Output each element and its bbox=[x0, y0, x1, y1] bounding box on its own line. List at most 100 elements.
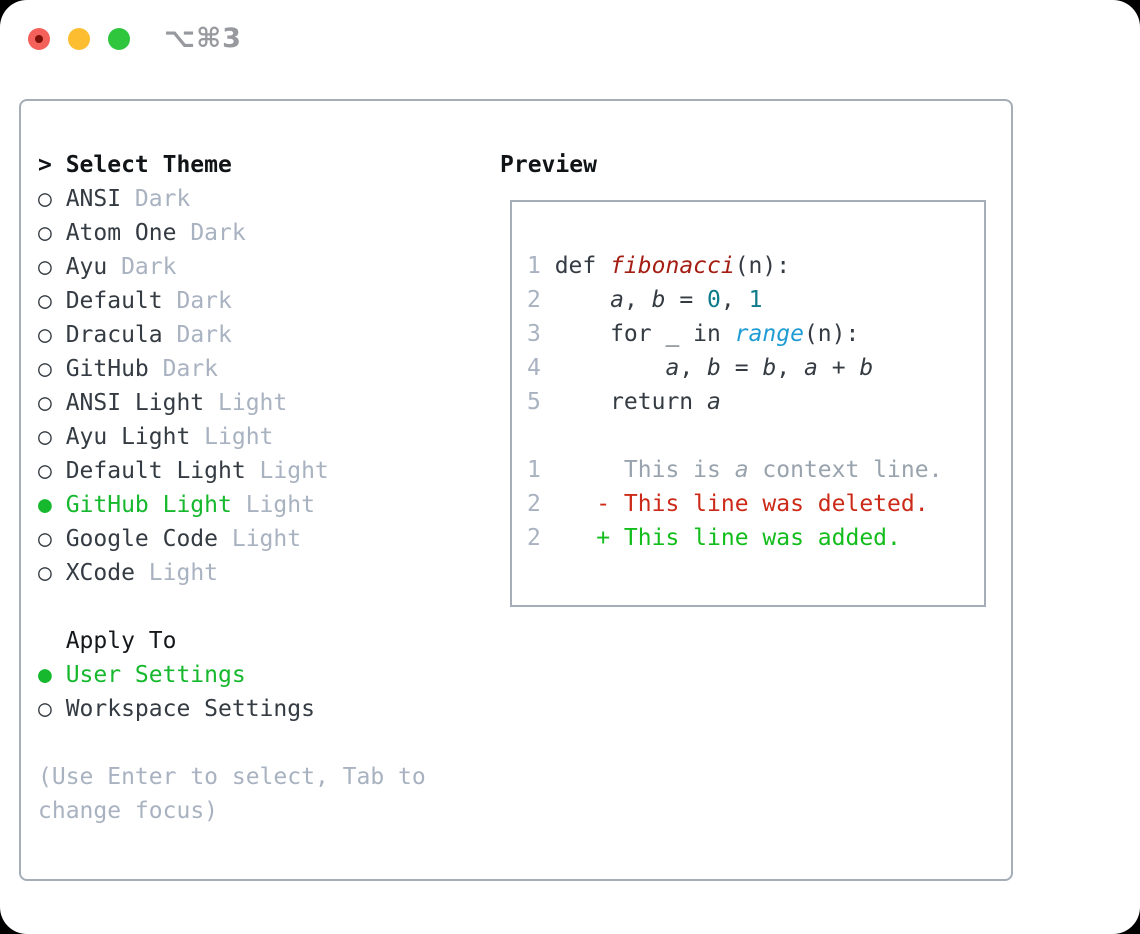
code-token-call: range bbox=[734, 321, 804, 347]
code-token-plain bbox=[555, 355, 666, 381]
radio-icon: ○ bbox=[38, 424, 52, 450]
radio-icon: ○ bbox=[38, 390, 52, 416]
code-token-plain: , bbox=[679, 355, 708, 381]
item-variant-label: Light bbox=[245, 492, 315, 518]
item-variant-label: Light bbox=[204, 424, 274, 450]
code-token-func: fibonacci bbox=[610, 253, 735, 279]
select-theme-title: Select Theme bbox=[65, 152, 232, 178]
theme-item[interactable]: ○ Dracula Dark bbox=[38, 318, 500, 352]
code-token-plain: , bbox=[720, 287, 749, 313]
radio-icon: ○ bbox=[38, 220, 52, 246]
code-line: 3 for _ in range(n): bbox=[527, 317, 984, 351]
apply-to-option[interactable]: ○Workspace Settings bbox=[38, 692, 500, 726]
code-token-plain: = bbox=[720, 355, 763, 381]
item-label: User Settings bbox=[65, 662, 246, 688]
code-token-plain: + bbox=[817, 355, 860, 381]
code-token-ctx: context line. bbox=[748, 457, 943, 483]
spacer bbox=[38, 590, 500, 624]
code-token-plain: for _ in bbox=[554, 321, 735, 347]
select-theme-header: > Select Theme bbox=[38, 148, 500, 182]
radio-icon: ○ bbox=[38, 458, 52, 484]
radio-icon: ○ bbox=[38, 322, 52, 348]
code-line: 1 This is a context line. bbox=[527, 453, 984, 487]
item-label: Dracula bbox=[65, 322, 163, 348]
minimize-button[interactable] bbox=[68, 28, 90, 50]
code-line: 5 return a bbox=[527, 385, 984, 419]
line-number: 5 bbox=[527, 389, 541, 415]
prompt-icon: > bbox=[38, 152, 52, 178]
code-token-del: - This line was deleted. bbox=[554, 491, 929, 517]
item-label: ANSI bbox=[65, 186, 122, 212]
item-label: Google Code bbox=[65, 526, 219, 552]
line-number: 1 bbox=[527, 253, 541, 279]
code-token-var: a bbox=[707, 389, 721, 415]
radio-icon: ○ bbox=[38, 356, 52, 382]
item-variant-label: Dark bbox=[176, 322, 232, 348]
code-token-ctxi: a bbox=[734, 457, 749, 483]
code-token-var: a bbox=[665, 355, 680, 381]
code-token-plain bbox=[555, 287, 610, 313]
hint-text: (Use Enter to select, Tab to change focu… bbox=[38, 764, 440, 824]
item-label: Ayu Light bbox=[65, 424, 191, 450]
item-variant-label: Dark bbox=[134, 186, 191, 212]
line-number: 2 bbox=[527, 525, 541, 551]
close-button[interactable] bbox=[28, 28, 50, 50]
code-token-ctx: This is bbox=[554, 457, 735, 483]
preview-title: Preview bbox=[500, 152, 597, 178]
radio-icon: ○ bbox=[38, 254, 52, 280]
apply-to-options: ●User Settings○Workspace Settings bbox=[38, 658, 500, 726]
code-token-var: a bbox=[804, 355, 818, 381]
code-line: 2 a, b = 0, 1 bbox=[527, 283, 984, 317]
item-variant-label: Light bbox=[218, 390, 288, 416]
code-token-plain: def bbox=[554, 253, 611, 279]
preview-header: Preview bbox=[500, 148, 597, 182]
item-variant-label: Dark bbox=[162, 356, 219, 382]
item-variant-label: Light bbox=[148, 560, 219, 586]
line-number: 2 bbox=[527, 491, 541, 517]
code-token-var: b bbox=[707, 355, 721, 381]
apply-to-title: Apply To bbox=[65, 628, 177, 654]
item-label: GitHub Light bbox=[65, 492, 232, 518]
code-token-num: 0 bbox=[707, 287, 721, 313]
spacer bbox=[38, 726, 500, 760]
close-dot-icon bbox=[35, 35, 43, 43]
code-token-plain: (n): bbox=[734, 253, 791, 279]
item-variant-label: Dark bbox=[190, 220, 246, 246]
radio-icon: ○ bbox=[38, 560, 52, 586]
code-token-plain: , bbox=[623, 287, 652, 313]
item-variant-label: Light bbox=[231, 526, 302, 552]
line-number: 4 bbox=[527, 355, 541, 381]
line-number: 3 bbox=[527, 321, 541, 347]
item-label: Atom One bbox=[65, 220, 177, 246]
code-token-var: b bbox=[859, 355, 874, 381]
code-token-plain: , bbox=[776, 355, 804, 381]
window-title: ⌥⌘3 bbox=[164, 23, 242, 54]
apply-to-option[interactable]: ●User Settings bbox=[38, 658, 500, 692]
code-token-var: b bbox=[651, 287, 666, 313]
theme-item[interactable]: ○ Ayu Light Light bbox=[38, 420, 500, 454]
code-token-num: 1 bbox=[748, 287, 763, 313]
theme-item[interactable]: ○ Atom One Dark bbox=[38, 216, 500, 250]
zoom-button[interactable] bbox=[108, 28, 130, 50]
line-number: 1 bbox=[527, 457, 541, 483]
code-line bbox=[527, 419, 984, 453]
item-label: Default bbox=[65, 288, 163, 314]
apply-to-header: Apply To bbox=[38, 624, 500, 658]
code-token-plain: = bbox=[665, 287, 708, 313]
line-number: 2 bbox=[527, 287, 541, 313]
